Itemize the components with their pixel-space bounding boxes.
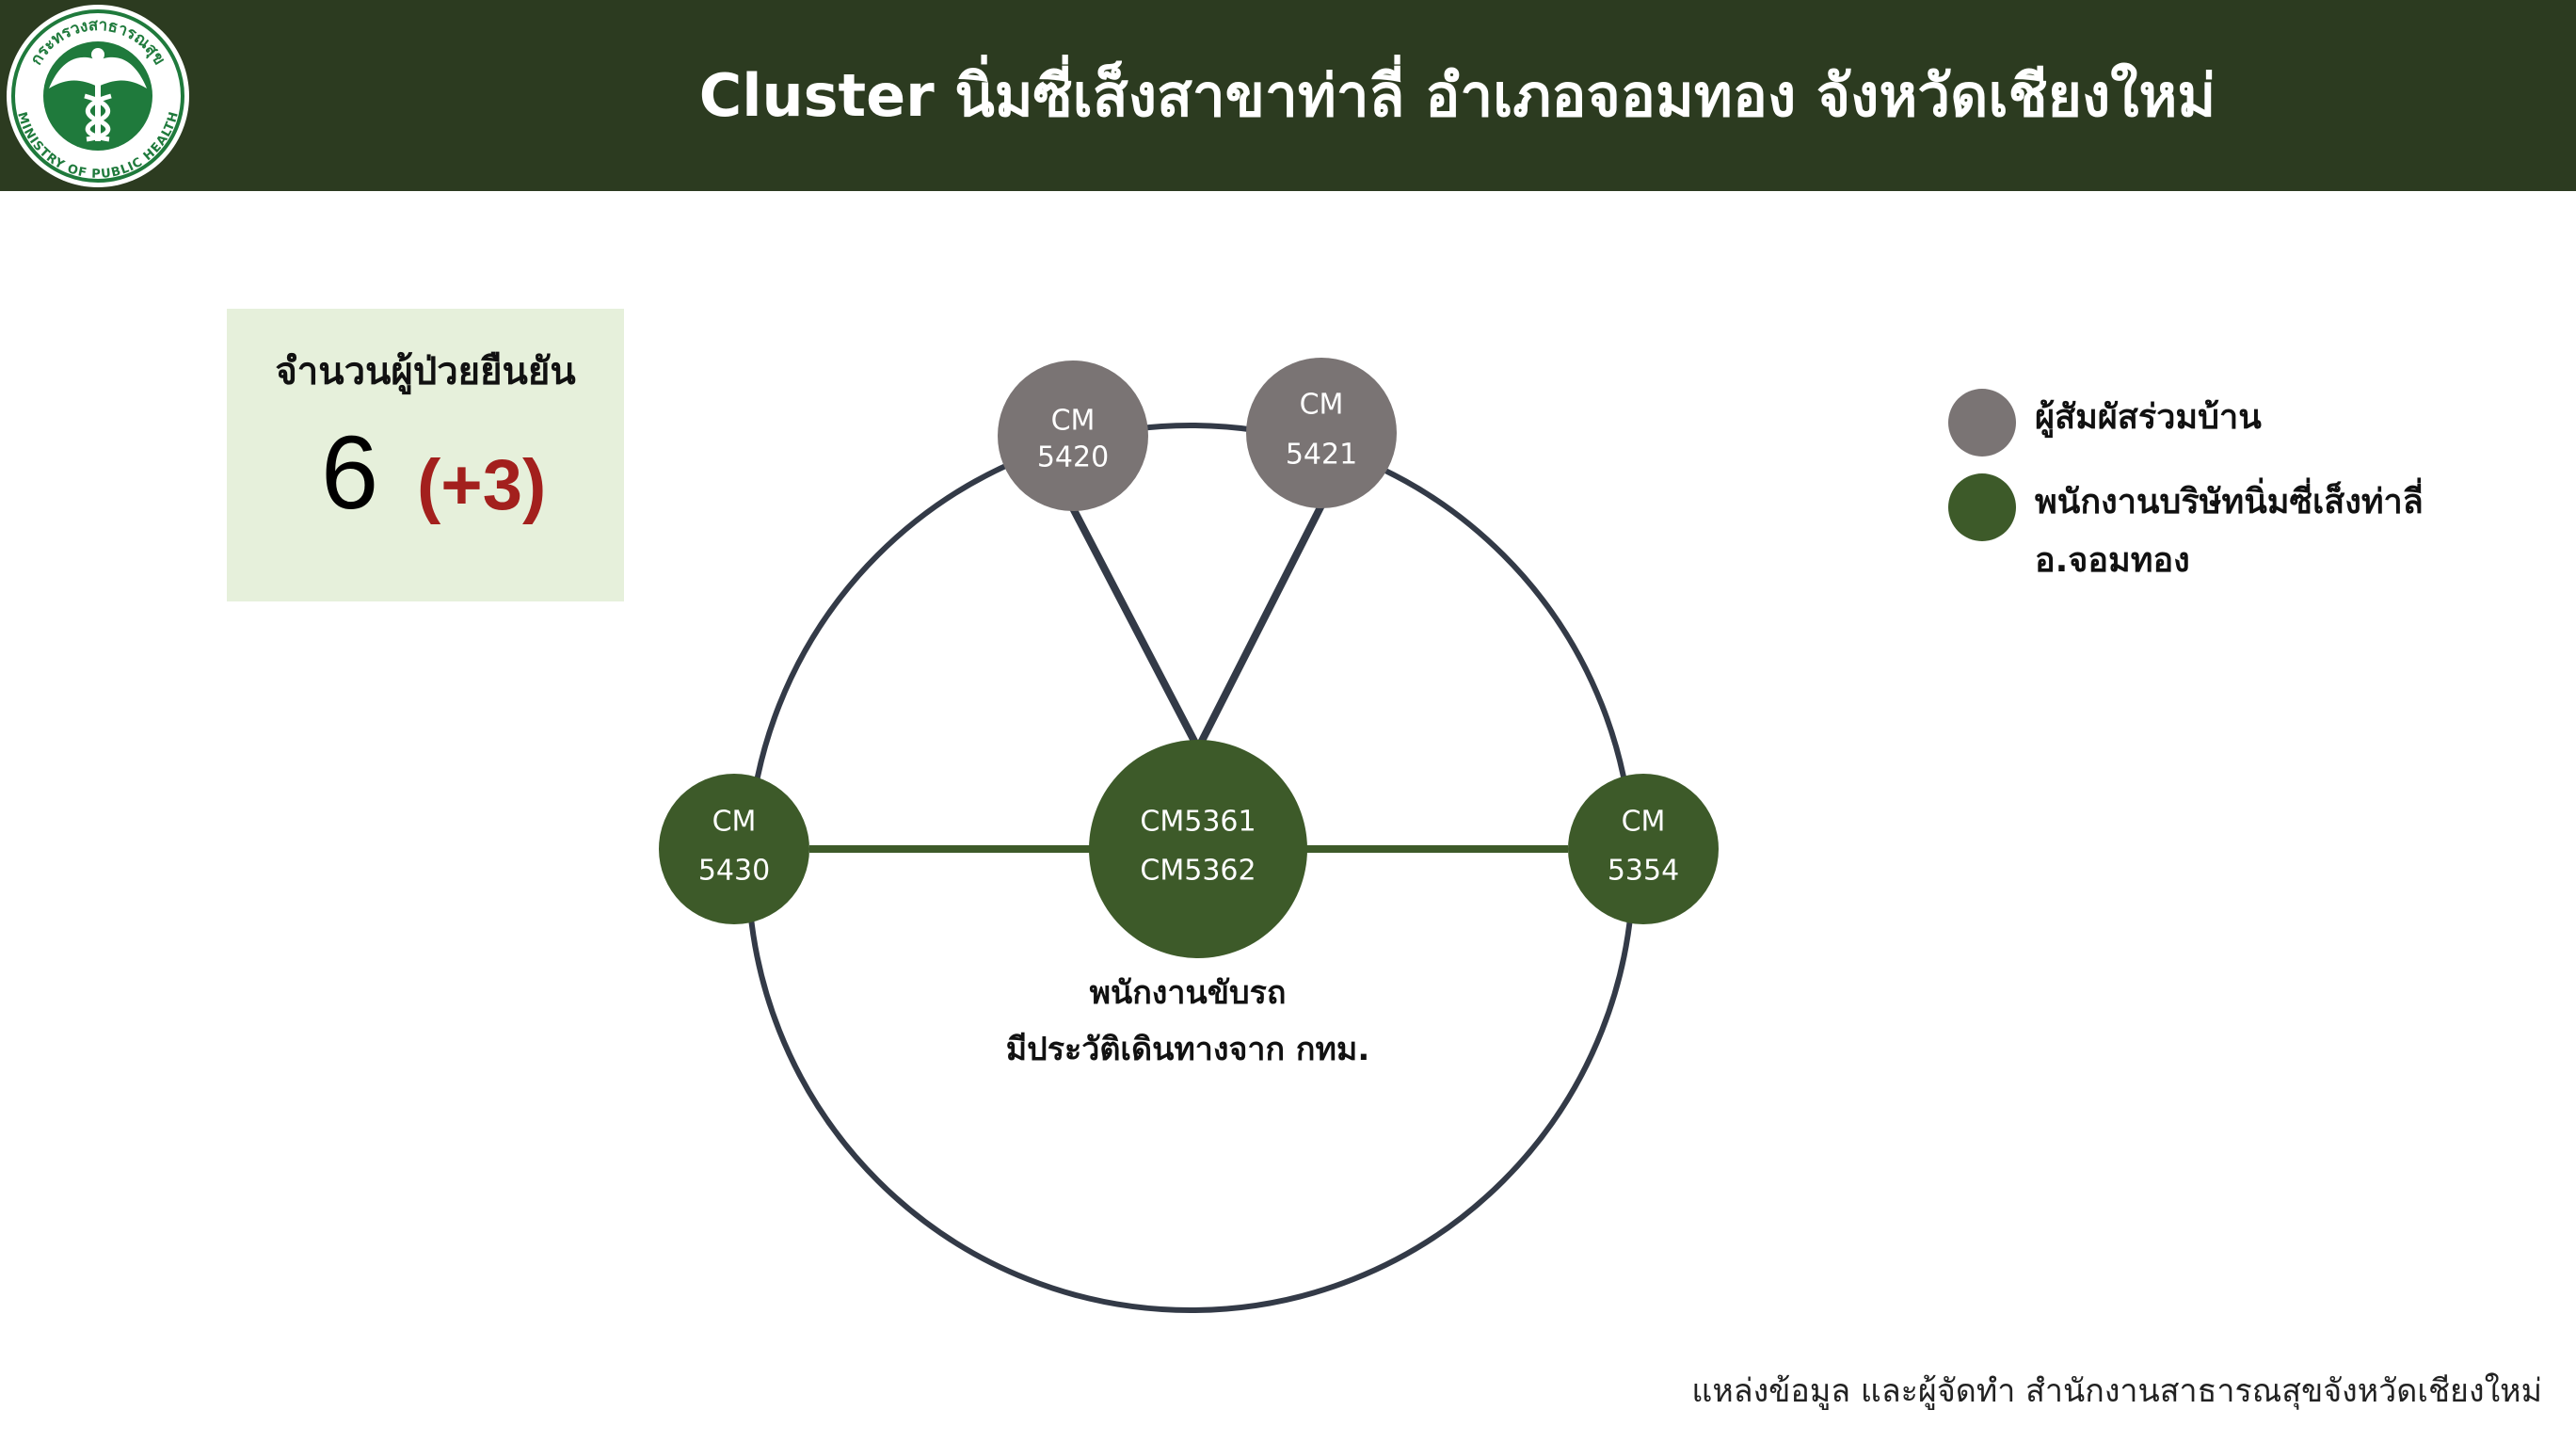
node-center-line1: CM5361 [1140,806,1256,839]
node-cm5420-line1: CM [1051,405,1096,438]
node-cm5430-circle [659,774,809,924]
confirmed-count-box: จำนวนผู้ป่วยยืนยัน 6 (+3) [227,309,624,601]
source-note: แหล่งข้อมูล และผู้จัดทำ สำนักงานสาธารณสุ… [1691,1372,2542,1410]
node-cm5421[interactable]: CM 5421 [1246,358,1397,508]
confirmed-count-change: (+3) [417,445,547,525]
node-cm5354-line1: CM [1622,806,1666,839]
header-bar: กระทรวงสาธารณสุข MINISTRY OF PUBLIC HEAL… [0,0,2576,191]
node-center[interactable]: CM5361 CM5362 [1089,740,1307,958]
node-center-line2: CM5362 [1140,855,1256,888]
node-cm5430-line2: 5430 [698,855,770,888]
center-caption-line2: มีประวัติเดินทางจาก กทม. [1006,1031,1370,1068]
node-cm5354-line2: 5354 [1608,855,1679,888]
node-cm5421-circle [1246,358,1397,508]
legend-item-company-employee: พนักงานบริษัทนิ่มซี่เส็งท่าลี่ อ.จอมทอง [1948,473,2449,590]
confirmed-count-label: จำนวนผู้ป่วยยืนยัน [275,350,576,393]
node-cm5421-line2: 5421 [1286,439,1357,472]
legend-item-household-contact: ผู้สัมผัสร่วมบ้าน [1948,389,2449,457]
link-cm5421-center [1194,504,1325,750]
link-cm5420-center [1069,506,1202,750]
node-cm5430-line1: CM [712,806,757,839]
node-cm5420-circle [998,360,1148,511]
legend-dot-gray [1948,389,2016,457]
ministry-logo-icon: กระทรวงสาธารณสุข MINISTRY OF PUBLIC HEAL… [7,5,189,187]
node-cm5420-line2: 5420 [1037,441,1109,474]
legend-dot-green [1948,473,2016,541]
node-cm5354-circle [1568,774,1719,924]
confirmed-count-value: 6 [321,415,379,531]
legend-label-company-employee: พนักงานบริษัทนิ่มซี่เส็งท่าลี่ อ.จอมทอง [2035,483,2424,580]
legend-label-household-contact: ผู้สัมผัสร่วมบ้าน [2035,398,2262,437]
center-caption-line1: พนักงานขับรถ [1090,974,1287,1012]
node-cm5420[interactable]: CM 5420 [998,360,1148,511]
node-center-circle [1089,740,1307,958]
node-cm5421-line1: CM [1300,389,1344,422]
node-cm5430[interactable]: CM 5430 [659,774,809,924]
node-cm5354[interactable]: CM 5354 [1568,774,1719,924]
page-title: Cluster นิ่มซี่เส็งสาขาท่าลี่ อำเภอจอมทอ… [698,60,2216,130]
